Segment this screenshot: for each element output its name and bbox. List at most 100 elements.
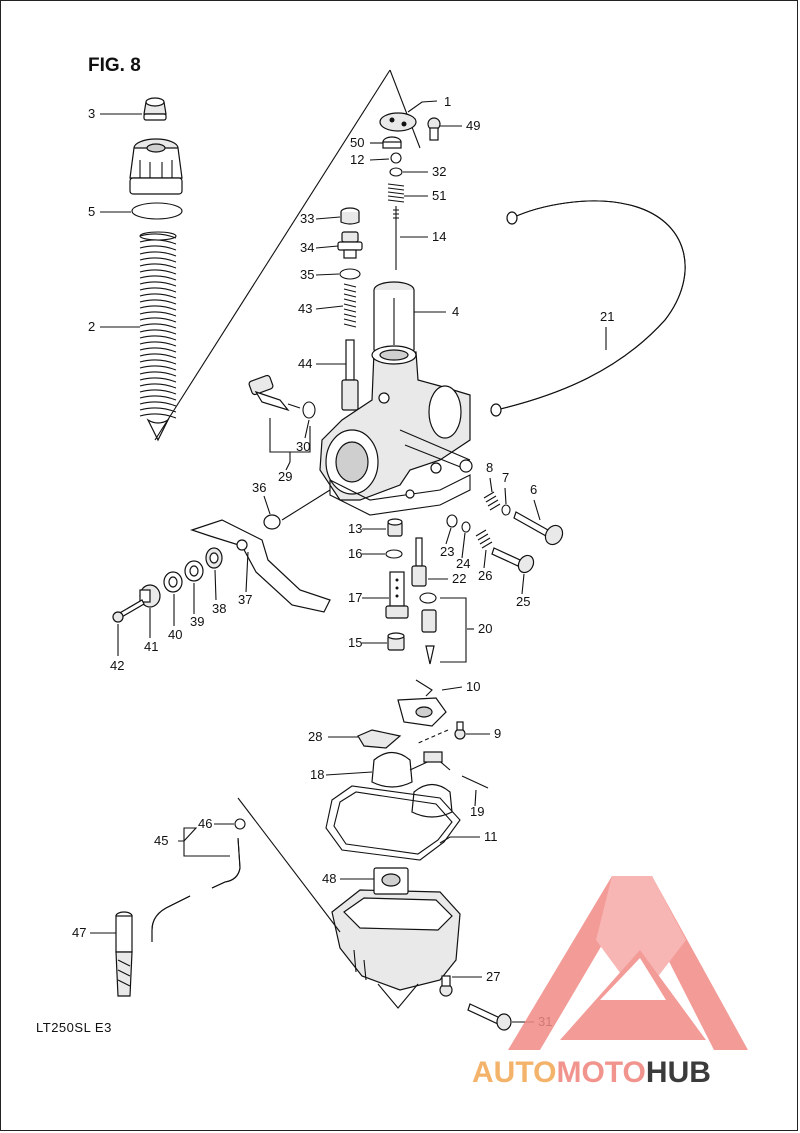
leader-line-7: [504, 487, 507, 505]
callout-2: 2: [88, 319, 140, 334]
callout-label-33: 33: [300, 211, 314, 226]
callout-label-42: 42: [110, 658, 124, 673]
callout-label-10: 10: [466, 679, 480, 694]
figure-title: FIG. 8: [88, 55, 141, 76]
callout-39: 39: [190, 583, 204, 629]
callout-23: 23: [440, 527, 454, 559]
callout-label-27: 27: [486, 969, 500, 984]
cap-part-33: [340, 207, 360, 225]
callout-44: 44: [298, 356, 346, 371]
callout-26: 26: [478, 549, 492, 583]
leader-line-38: [214, 569, 217, 601]
leader-line-33: [315, 216, 341, 220]
o-ring-part-30: [302, 401, 316, 419]
callout-label-14: 14: [432, 229, 446, 244]
washer-part-7: [501, 504, 511, 516]
bracket-part-37: [190, 519, 331, 613]
o-ring-part-35: [339, 268, 361, 280]
watermark-text: AUTOMOTOHUB: [472, 1056, 711, 1089]
washer-part-32: [389, 167, 403, 177]
callout-1: 1: [407, 94, 451, 113]
carburetor-body: [319, 345, 473, 516]
leader-line-36: [263, 495, 271, 515]
leader-line-30: [304, 419, 310, 439]
callout-15: 15: [348, 635, 387, 650]
bushing-part-38: [205, 547, 223, 569]
callout-label-49: 49: [466, 118, 480, 133]
pin-part-19: [461, 775, 489, 789]
callout-21: 21: [600, 309, 614, 350]
guide-line-top-b: [389, 69, 421, 149]
callout-4: 4: [414, 304, 459, 319]
callout-label-21: 21: [600, 309, 614, 324]
callout-label-12: 12: [350, 152, 364, 167]
model-code: LT250SL E3: [36, 1020, 112, 1035]
callout-label-17: 17: [348, 590, 362, 605]
callout-label-13: 13: [348, 521, 362, 536]
o-ring-part-5: [131, 202, 183, 220]
callout-label-9: 9: [494, 726, 501, 741]
leader-line-11: [439, 836, 480, 844]
callout-label-18: 18: [310, 767, 324, 782]
callout-label-5: 5: [88, 204, 95, 219]
callout-27: 27: [452, 969, 500, 984]
leader-line-8: [489, 477, 493, 493]
callout-label-6: 6: [530, 482, 537, 497]
screw-part-49: [427, 117, 441, 141]
screw-part-9: [454, 721, 466, 740]
leader-line-34: [315, 245, 339, 249]
callout-50: 50: [350, 135, 383, 150]
screw-part-25: [491, 547, 535, 574]
callout-47: 47: [72, 925, 116, 940]
callout-43: 43: [298, 301, 344, 316]
washer-part-24: [461, 521, 471, 533]
leader-line-45: [178, 827, 230, 857]
callout-label-43: 43: [298, 301, 312, 316]
pilot-jet-part-22: [411, 537, 427, 587]
leader-line-26: [483, 549, 487, 569]
leader-line-19: [474, 789, 477, 807]
leader-line-10: [441, 686, 463, 691]
hose-part-45: [151, 837, 241, 942]
callout-3: 3: [88, 106, 142, 121]
callout-25: 25: [516, 573, 530, 609]
callout-42: 42: [110, 624, 124, 673]
plate-part-10: [397, 679, 447, 727]
leader-line-18: [325, 771, 373, 776]
callout-label-44: 44: [298, 356, 312, 371]
callout-label-3: 3: [88, 106, 95, 121]
callout-label-47: 47: [72, 925, 86, 940]
needle-part-14: [393, 206, 399, 270]
screw-part-31: [467, 1003, 512, 1031]
callout-label-4: 4: [452, 304, 459, 319]
callout-6: 6: [530, 482, 541, 521]
leader-line-37: [245, 551, 249, 593]
float-part-18: [371, 751, 453, 818]
callout-11: 11: [439, 829, 498, 844]
callout-label-26: 26: [478, 568, 492, 583]
o-ring-part-16: [385, 549, 403, 559]
plate-part-1: [379, 112, 417, 132]
screw-part-27: [439, 975, 453, 997]
callout-36: 36: [252, 480, 271, 515]
top-cap-part: [129, 138, 183, 195]
callout-16: 16: [348, 546, 385, 561]
callout-20: 20: [467, 621, 492, 636]
callout-label-39: 39: [190, 614, 204, 629]
callout-19: 19: [470, 789, 484, 819]
spring-part-8: [483, 491, 501, 511]
callout-label-32: 32: [432, 164, 446, 179]
leader-line-12: [369, 158, 390, 161]
gasket-part-11: [325, 785, 461, 861]
callout-18: 18: [310, 767, 373, 782]
callout-28: 28: [308, 729, 358, 744]
callout-layer: 1234567891011121314151617181920212223242…: [72, 94, 614, 1029]
callout-label-2: 2: [88, 319, 95, 334]
callout-33: 33: [300, 211, 341, 226]
guide-line-top: [154, 69, 391, 441]
callout-22: 22: [428, 571, 466, 586]
callout-34: 34: [300, 240, 339, 255]
needle-jet-part-17: [385, 571, 409, 619]
